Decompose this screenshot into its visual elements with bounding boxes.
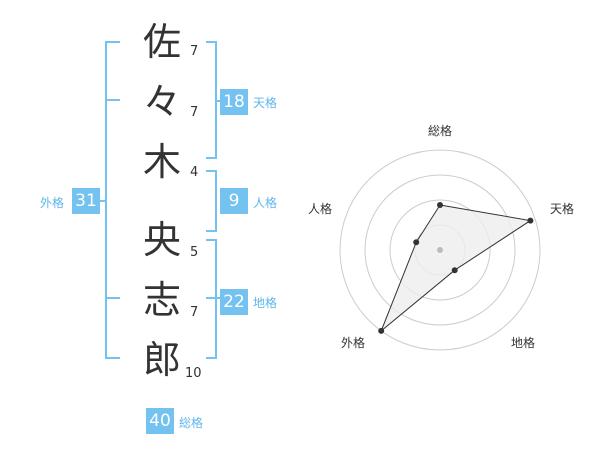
radar-ring-4 [339, 149, 541, 351]
radar-ring-3 [364, 174, 516, 326]
jinkaku-bracket [206, 170, 217, 232]
chikaku-label: 地格 [253, 296, 278, 310]
gaikaku-value: 31 [72, 188, 100, 214]
name-char-5: 志 [142, 278, 181, 322]
name-char-6: 郎 [142, 338, 181, 382]
radar-axis-label-chikaku: 地格 [511, 336, 536, 350]
radar-axis-label-jinkaku: 人格 [308, 202, 333, 216]
chikaku-value: 22 [220, 289, 248, 315]
radar-center-dot [437, 247, 443, 253]
radar-point-1 [437, 202, 443, 208]
name-char-4: 央 [142, 218, 181, 262]
stroke-count-4: 5 [190, 245, 199, 260]
stroke-count-5: 7 [190, 305, 199, 320]
jinkaku-value: 9 [220, 188, 248, 214]
radar-ring-2 [389, 199, 491, 301]
radar-point-5 [413, 239, 420, 246]
radar-point-2 [527, 217, 534, 224]
name-char-3: 木 [142, 140, 181, 184]
radar-axis-label-gaikaku: 外格 [341, 336, 366, 350]
stroke-count-3: 4 [190, 165, 199, 180]
name-char-2: 々 [142, 80, 181, 124]
gaikaku-label: 外格 [40, 196, 65, 210]
stroke-count-6: 10 [185, 366, 202, 381]
soukaku-value: 40 [146, 408, 174, 434]
radar-point-4 [378, 327, 385, 334]
stroke-count-1: 7 [190, 44, 199, 59]
name-char-1: 佐 [142, 20, 181, 64]
stroke-count-2: 7 [190, 105, 199, 120]
soukaku-label: 総格 [179, 416, 204, 430]
tenkaku-label: 天格 [253, 96, 278, 110]
jinkaku-label: 人格 [253, 196, 278, 210]
radar-point-3 [451, 267, 458, 274]
radar-axis-label-soukaku: 総格 [428, 124, 453, 138]
tenkaku-value: 18 [220, 89, 248, 115]
radar-axis-label-tenkaku: 天格 [550, 202, 575, 216]
